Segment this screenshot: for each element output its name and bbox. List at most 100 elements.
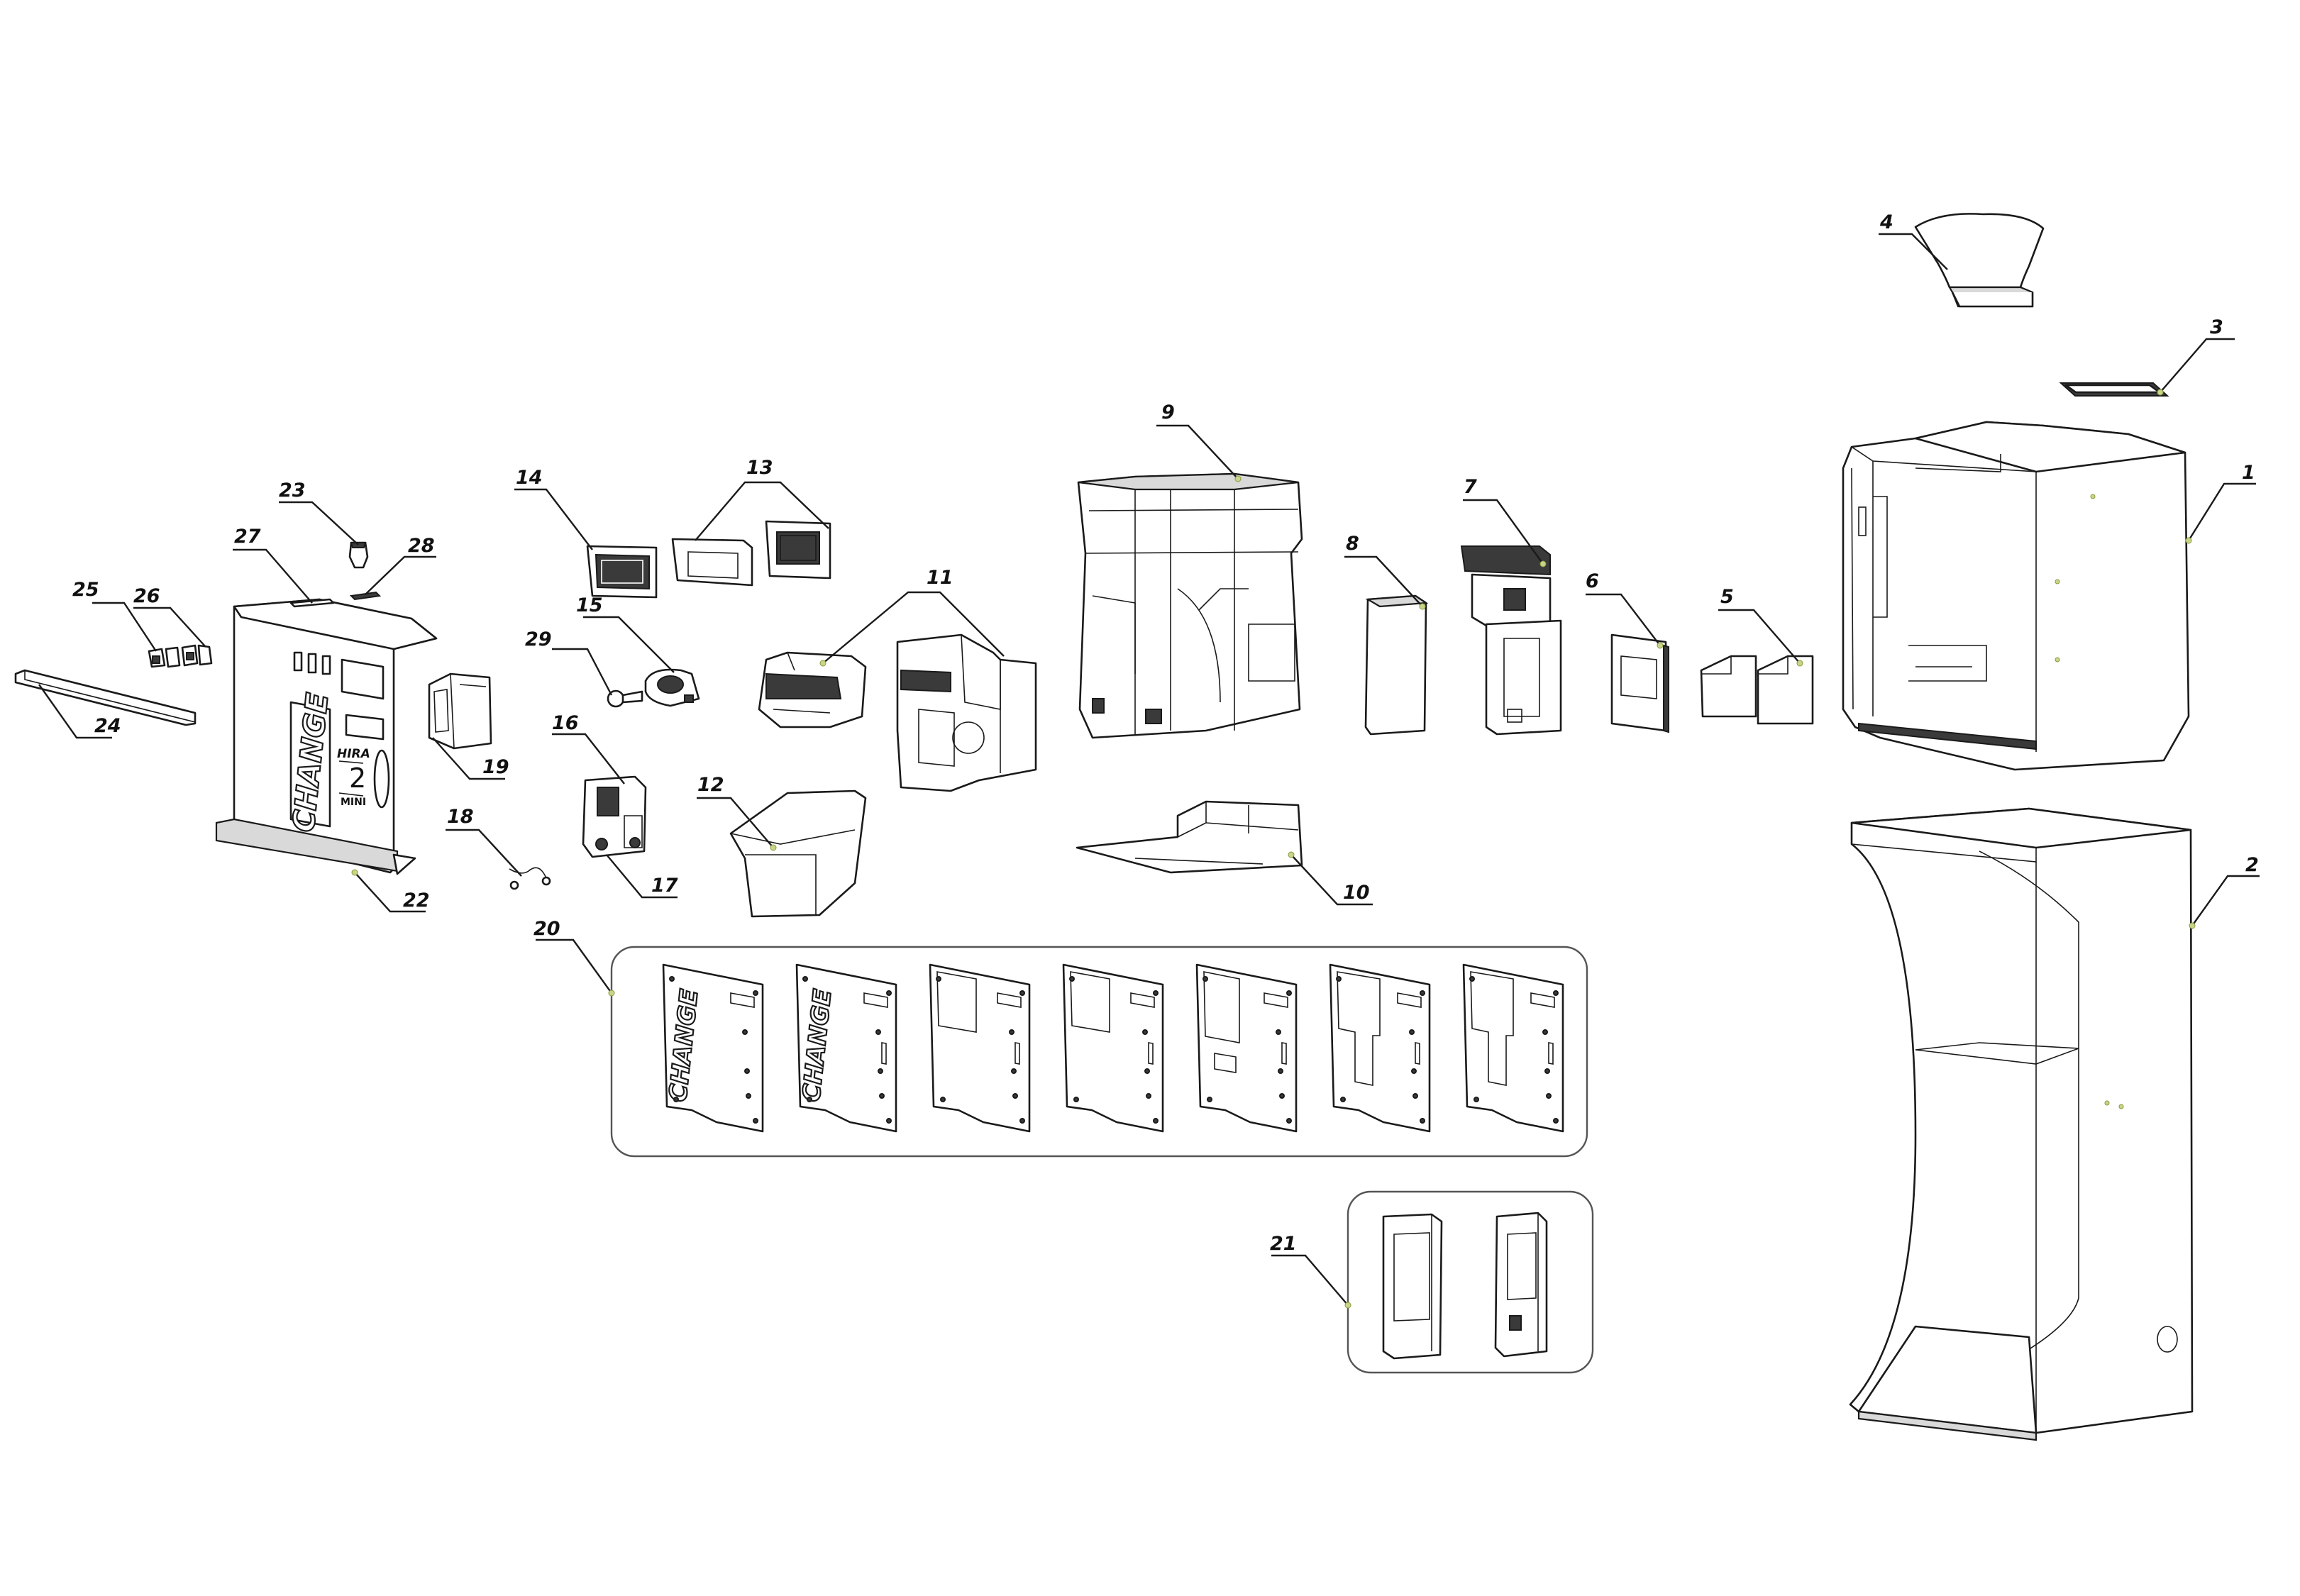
leader-14 (514, 488, 593, 550)
callout-11: 11 (927, 567, 953, 589)
callout-15: 15 (576, 594, 603, 616)
callout-10: 10 (1343, 882, 1370, 904)
part-1-upper-cabinet (1842, 421, 2190, 771)
leader-9 (1156, 424, 1239, 480)
leader-2 (2191, 875, 2260, 926)
callout-4: 4 (1879, 211, 1893, 233)
leader-4 (1879, 233, 1948, 270)
callout-19: 19 (482, 756, 509, 778)
leader-16 (552, 733, 625, 785)
callout-24: 24 (94, 715, 121, 737)
part-29-key (607, 689, 643, 708)
part-28-rail (349, 591, 382, 601)
model-number-label: 2 (349, 763, 366, 794)
part-10-bracket (1076, 800, 1303, 874)
leader-8 (1344, 555, 1423, 607)
callout-8: 8 (1346, 533, 1359, 555)
mini-label: MINI (341, 797, 366, 808)
part-4-top-sign (1914, 213, 2045, 308)
leader-20 (536, 938, 612, 994)
leader-11 (822, 591, 1005, 664)
callout-18: 18 (447, 806, 474, 828)
callout-27: 27 (234, 526, 261, 548)
part-6-board (1610, 633, 1669, 733)
leader-7 (1463, 499, 1544, 565)
callout-12: 12 (697, 774, 724, 796)
part-19-bezel (428, 672, 492, 750)
hira-label: HIRA (337, 747, 370, 761)
callout-29: 29 (525, 628, 552, 650)
part-5-coin-bins (1700, 655, 1814, 725)
callout-3: 3 (2210, 316, 2223, 338)
leader-1 (2187, 482, 2256, 541)
door-plate-variant (1462, 963, 1564, 1133)
callout-28: 28 (408, 535, 435, 557)
door-plate-variant (1329, 963, 1431, 1133)
callout-22: 22 (403, 890, 430, 911)
part-20-door-plates-group: CHANGE CHANGE (610, 946, 1588, 1158)
part-16-coin-mech (582, 775, 647, 858)
door-plates: CHANGE CHANGE (662, 963, 1564, 1133)
callout-2: 2 (2245, 854, 2259, 876)
leader-25 (92, 602, 157, 652)
callout-21: 21 (1270, 1233, 1297, 1255)
leader-10 (1290, 854, 1373, 906)
callout-13: 13 (746, 457, 773, 479)
leader-13 (695, 481, 829, 541)
leader-5 (1718, 609, 1801, 664)
part-18-cable (509, 867, 551, 890)
part-13-display-a (671, 538, 753, 587)
callout-17: 17 (651, 875, 678, 897)
part-3-plate (2059, 382, 2169, 397)
leader-17 (606, 854, 678, 899)
door-plate-variant: CHANGE (795, 963, 897, 1133)
part-15-lock (644, 668, 700, 707)
part-24-rod (14, 669, 197, 726)
part-7-note-validator (1460, 545, 1562, 736)
part-8-cashbox (1364, 594, 1429, 736)
part-23-knob (348, 541, 369, 569)
part-21-side-panels-group (1347, 1190, 1594, 1374)
callout-5: 5 (1720, 586, 1734, 608)
callout-16: 16 (552, 712, 579, 734)
part-22-front-door: CHANGE HIRA 2 MINI (215, 598, 438, 875)
part-14-display-bezel (586, 545, 658, 599)
callout-20: 20 (533, 918, 560, 940)
leader-27 (233, 548, 313, 604)
leader-22 (354, 872, 426, 913)
part-13-display-b (765, 520, 831, 580)
leader-28 (365, 555, 436, 595)
callout-7: 7 (1464, 476, 1477, 498)
part-2-stand (1849, 807, 2194, 1441)
callout-23: 23 (279, 480, 306, 501)
callout-25: 25 (72, 579, 99, 601)
callout-14: 14 (516, 467, 543, 489)
part-26-clips (181, 644, 213, 667)
leader-19 (432, 737, 505, 780)
part-11-coin-validator-a (758, 651, 867, 728)
side-panel-a (1382, 1213, 1443, 1360)
door-plate-variant (929, 963, 1031, 1133)
door-plate-variant: CHANGE (662, 963, 764, 1133)
leader-3 (2160, 338, 2235, 393)
callout-1: 1 (2242, 462, 2255, 484)
callout-9: 9 (1161, 401, 1175, 423)
leader-23 (279, 501, 359, 545)
leader-24 (38, 684, 112, 739)
part-11-coin-validator-b (896, 633, 1037, 792)
leader-29 (552, 648, 613, 696)
side-panel-b (1494, 1212, 1548, 1358)
leader-26 (133, 606, 206, 648)
part-9-hopper-assembly (1077, 472, 1303, 739)
door-plate-variant (1195, 963, 1298, 1133)
door-plate-variant (1062, 963, 1164, 1133)
callout-6: 6 (1586, 570, 1599, 592)
leader-15 (583, 616, 675, 673)
callout-26: 26 (133, 585, 160, 607)
part-25-clips (148, 646, 181, 668)
leader-18 (446, 829, 522, 877)
leader-6 (1586, 593, 1661, 646)
leader-21 (1271, 1254, 1349, 1306)
leader-12 (697, 797, 774, 848)
